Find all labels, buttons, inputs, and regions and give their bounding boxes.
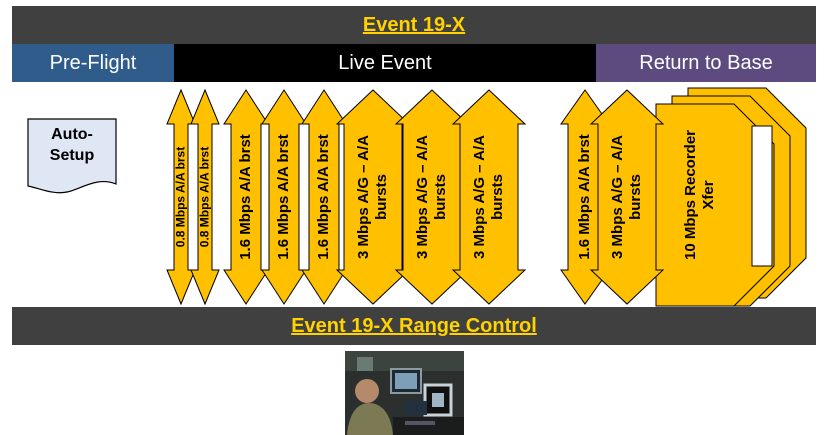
- event-title: Event 19-X: [362, 13, 466, 36]
- burst-arrow-4: [261, 89, 307, 305]
- burst-arrow-label-line: 1.6 Mbps A/A brst: [315, 134, 332, 260]
- burst-arrow-label-line: 3 Mbps A/G – A/A: [609, 135, 626, 259]
- recorder-transfer-shapes: [655, 87, 807, 307]
- burst-arrow-8: [451, 89, 527, 305]
- range-control-bar: Event 19-X Range Control: [12, 307, 816, 345]
- range-control-title: Event 19-X Range Control: [291, 314, 537, 337]
- burst-arrow-label-line: 3 Mbps A/G – A/A: [414, 135, 431, 259]
- burst-arrow-10: [589, 89, 665, 305]
- auto-setup-label: Auto- Setup: [27, 124, 117, 166]
- burst-arrow-1: [166, 88, 196, 306]
- event-title-bar: Event 19-X: [12, 6, 816, 44]
- console-photo-image: [345, 351, 464, 435]
- phase-row: Pre-Flight Live Event Return to Base: [12, 44, 816, 82]
- burst-arrow-2: [190, 88, 220, 306]
- burst-arrow-label-line: 1.6 Mbps A/A brst: [576, 134, 593, 260]
- burst-arrow-label-1: 0.8 Mbps A/A brst: [174, 147, 189, 247]
- burst-arrow-label-3: 1.6 Mbps A/A brst: [237, 134, 255, 260]
- burst-arrow-label-line: 3 Mbps A/G – A/A: [471, 135, 488, 259]
- operator-console-photo: [345, 351, 464, 435]
- phase-return-to-base: Return to Base: [596, 44, 816, 82]
- burst-arrow-label-line: bursts: [489, 174, 506, 220]
- recorder-xfer-label-line: 10 Mbps Recorder: [682, 129, 699, 261]
- burst-arrow-label-line: 1.6 Mbps A/A brst: [275, 134, 292, 260]
- document-shape-icon: [27, 118, 117, 194]
- recorder-xfer-shape-front: [655, 103, 775, 307]
- recorder-xfer-window: [751, 125, 773, 267]
- burst-arrow-label-9: 1.6 Mbps A/A brst: [576, 134, 594, 260]
- auto-setup-document: Auto- Setup: [27, 118, 117, 196]
- burst-arrow-label-5: 1.6 Mbps A/A brst: [315, 134, 333, 260]
- phase-live-event: Live Event: [174, 44, 596, 82]
- burst-arrow-label-line: bursts: [627, 174, 644, 220]
- burst-arrow-label-line: bursts: [373, 174, 390, 220]
- auto-setup-line1: Auto-: [51, 126, 93, 143]
- burst-arrow-label-line: bursts: [432, 174, 449, 220]
- phase-pre-flight: Pre-Flight: [12, 44, 174, 82]
- burst-arrow-label-2: 0.8 Mbps A/A brst: [198, 147, 213, 247]
- burst-arrow-label-line: 3 Mbps A/G – A/A: [355, 135, 372, 259]
- burst-arrow-label-line: 0.8 Mbps A/A brst: [197, 146, 212, 248]
- auto-setup-line2: Setup: [49, 147, 95, 164]
- burst-arrow-label-4: 1.6 Mbps A/A brst: [275, 134, 293, 260]
- burst-arrow-label-line: 0.8 Mbps A/A brst: [173, 146, 188, 248]
- recorder-xfer-label-line: Xfer: [700, 180, 717, 210]
- burst-arrow-shapes: [166, 88, 665, 306]
- burst-arrow-label-line: 1.6 Mbps A/A brst: [237, 134, 254, 260]
